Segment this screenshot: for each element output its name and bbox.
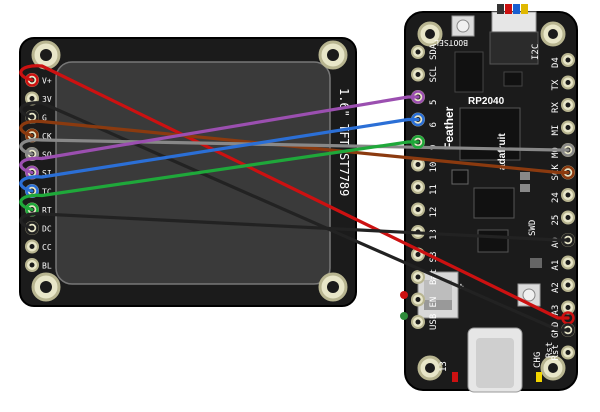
led-13 bbox=[452, 372, 458, 382]
bootsel-label: BOOTSEL bbox=[434, 38, 468, 47]
feather-pin-a1: A1 bbox=[551, 255, 575, 271]
feather-pin-label: 11 bbox=[429, 184, 439, 195]
display-pin-label: RT bbox=[42, 206, 52, 215]
display-pin-label: V+ bbox=[42, 77, 52, 86]
regulator-chip bbox=[473, 187, 515, 219]
feather-pin-label: D4 bbox=[551, 57, 561, 68]
i2c-label: I2C bbox=[531, 44, 541, 60]
feather-pin-label: 6 bbox=[429, 122, 439, 127]
feather-pin-rst: Rst bbox=[551, 344, 575, 361]
feather-pin-label: A0 bbox=[551, 237, 561, 248]
bottom-label-rst: Rst bbox=[545, 342, 555, 358]
feather-pin-label: A3 bbox=[551, 305, 561, 316]
feather-pin-label: 5 bbox=[429, 100, 439, 105]
display-pin-label: BL bbox=[42, 262, 52, 271]
wire-dc-to-a0 bbox=[19, 212, 575, 247]
feather-pin-label: MI bbox=[551, 125, 561, 136]
display-pin-label: CK bbox=[42, 132, 52, 141]
feather-pin-label: SCL bbox=[429, 66, 439, 82]
feather-pin-25: 25 bbox=[551, 210, 575, 226]
display-pin-label: G bbox=[42, 114, 47, 123]
display-pin-label: TC bbox=[42, 188, 52, 197]
feather-pin-label: USB bbox=[429, 314, 439, 330]
adafruit-brand-label: adafruit bbox=[497, 133, 508, 170]
feather-brand-label: Feather bbox=[442, 106, 456, 150]
aux-dot-red bbox=[400, 291, 408, 299]
rp2040-label: RP2040 bbox=[468, 96, 505, 107]
display-silk-title: 1.6" TFT ST7789 bbox=[337, 88, 351, 196]
display-pin-bl: BL bbox=[25, 258, 52, 272]
display-pin-label: DC bbox=[42, 225, 52, 234]
feather-pin-24: 24 bbox=[551, 188, 575, 203]
display-pin-label: SI bbox=[42, 169, 52, 178]
feather-pin-label: 25 bbox=[551, 215, 561, 226]
feather-pin-label: RX bbox=[551, 102, 561, 113]
wire-g-to-gnd bbox=[19, 101, 575, 337]
feather-pin-d4: D4 bbox=[551, 53, 575, 68]
feather-pin-usb: USB bbox=[411, 314, 439, 330]
aux-dot-green bbox=[400, 312, 408, 320]
feather-pin-sda: SDA bbox=[411, 43, 439, 60]
feather-pin-label: MO bbox=[551, 147, 561, 158]
display-pin-label: 3V bbox=[42, 95, 52, 104]
display-pin-label: SO bbox=[42, 151, 52, 160]
feather-pin-label: EN bbox=[429, 297, 439, 308]
feather-pin-label: A1 bbox=[551, 260, 561, 271]
wire-layer bbox=[19, 64, 575, 337]
feather-pin-tx: TX bbox=[551, 75, 575, 91]
display-pin-cc: CC bbox=[25, 239, 52, 254]
led-charge bbox=[536, 372, 542, 382]
feather-pin-11: 11 bbox=[411, 180, 439, 195]
feather-pin-rx: RX bbox=[551, 98, 575, 113]
feather-pin-mi: MI bbox=[551, 120, 575, 136]
stemma-qt-connector bbox=[491, 11, 537, 33]
bottom-label-chg: CHG bbox=[533, 352, 543, 368]
feather-pin-label: 24 bbox=[551, 192, 561, 203]
swd-label: SWD bbox=[528, 220, 538, 236]
flash-chip bbox=[454, 51, 484, 93]
feather-pin-label: SDA bbox=[429, 43, 439, 60]
feather-pin-label: 12 bbox=[429, 207, 439, 218]
feather-pin-en: EN bbox=[411, 292, 439, 308]
feather-rp2040-board: BOOTSEL I2C RP2040 Feather adafruit SWD … bbox=[404, 4, 578, 393]
feather-pin-label: A2 bbox=[551, 282, 561, 293]
bottom-label-13: 13 bbox=[439, 361, 449, 372]
feather-pin-a2: A2 bbox=[551, 278, 575, 293]
feather-pin-label: 10 bbox=[429, 162, 439, 173]
feather-pin-scl: SCL bbox=[411, 66, 439, 83]
feather-pin-label: TX bbox=[551, 79, 561, 90]
rp2040-chip bbox=[459, 107, 521, 161]
feather-pin-label: Rst bbox=[551, 344, 561, 360]
display-pin-label: CC bbox=[42, 243, 52, 252]
feather-pin-12: 12 bbox=[411, 202, 439, 218]
